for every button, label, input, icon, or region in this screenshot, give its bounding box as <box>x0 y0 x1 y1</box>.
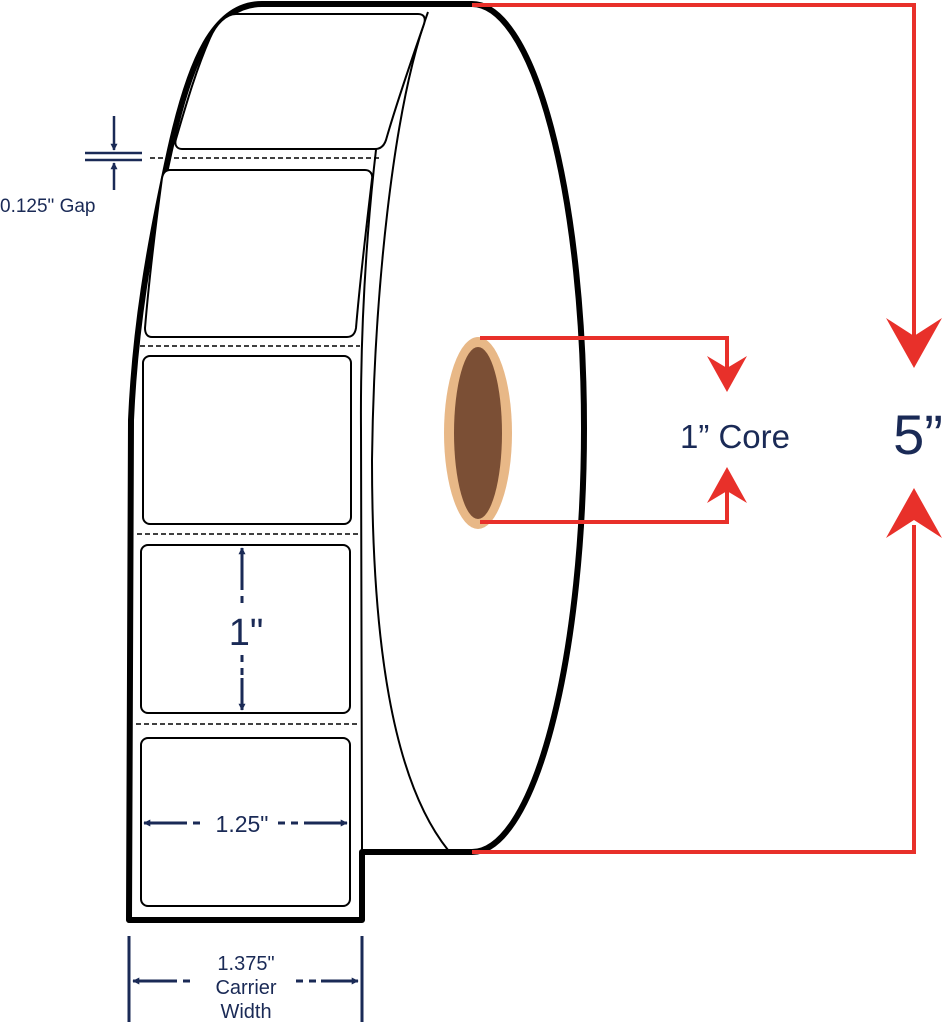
diameter-dimension <box>472 3 916 854</box>
gap-label: 0.125" Gap <box>0 196 95 217</box>
label-4 <box>140 544 351 714</box>
carrier-width-line2: Width <box>220 1001 271 1023</box>
carrier-width-line1: Carrier <box>215 977 276 999</box>
diameter-arrow-down <box>886 318 942 368</box>
label-5 <box>140 737 351 907</box>
diameter-arrow-up <box>886 488 942 538</box>
core-label: 1” Core <box>680 418 790 455</box>
roll-diameter-label: 5” <box>893 403 943 466</box>
carrier-width-dimension <box>127 936 364 1022</box>
core-arrow-down <box>707 356 747 392</box>
core-dimension <box>480 336 729 524</box>
label-3 <box>142 355 352 525</box>
label-1 <box>174 13 426 150</box>
carrier-width-value: 1.375" <box>217 953 274 975</box>
label-2 <box>143 169 374 338</box>
core-inner <box>454 347 502 519</box>
label-width-label: 1.25" <box>216 811 269 837</box>
core-arrow-up <box>707 467 747 503</box>
liner-edge-inner <box>370 11 449 851</box>
label-height-label: 1" <box>229 612 264 654</box>
gap-dimension <box>85 116 142 190</box>
